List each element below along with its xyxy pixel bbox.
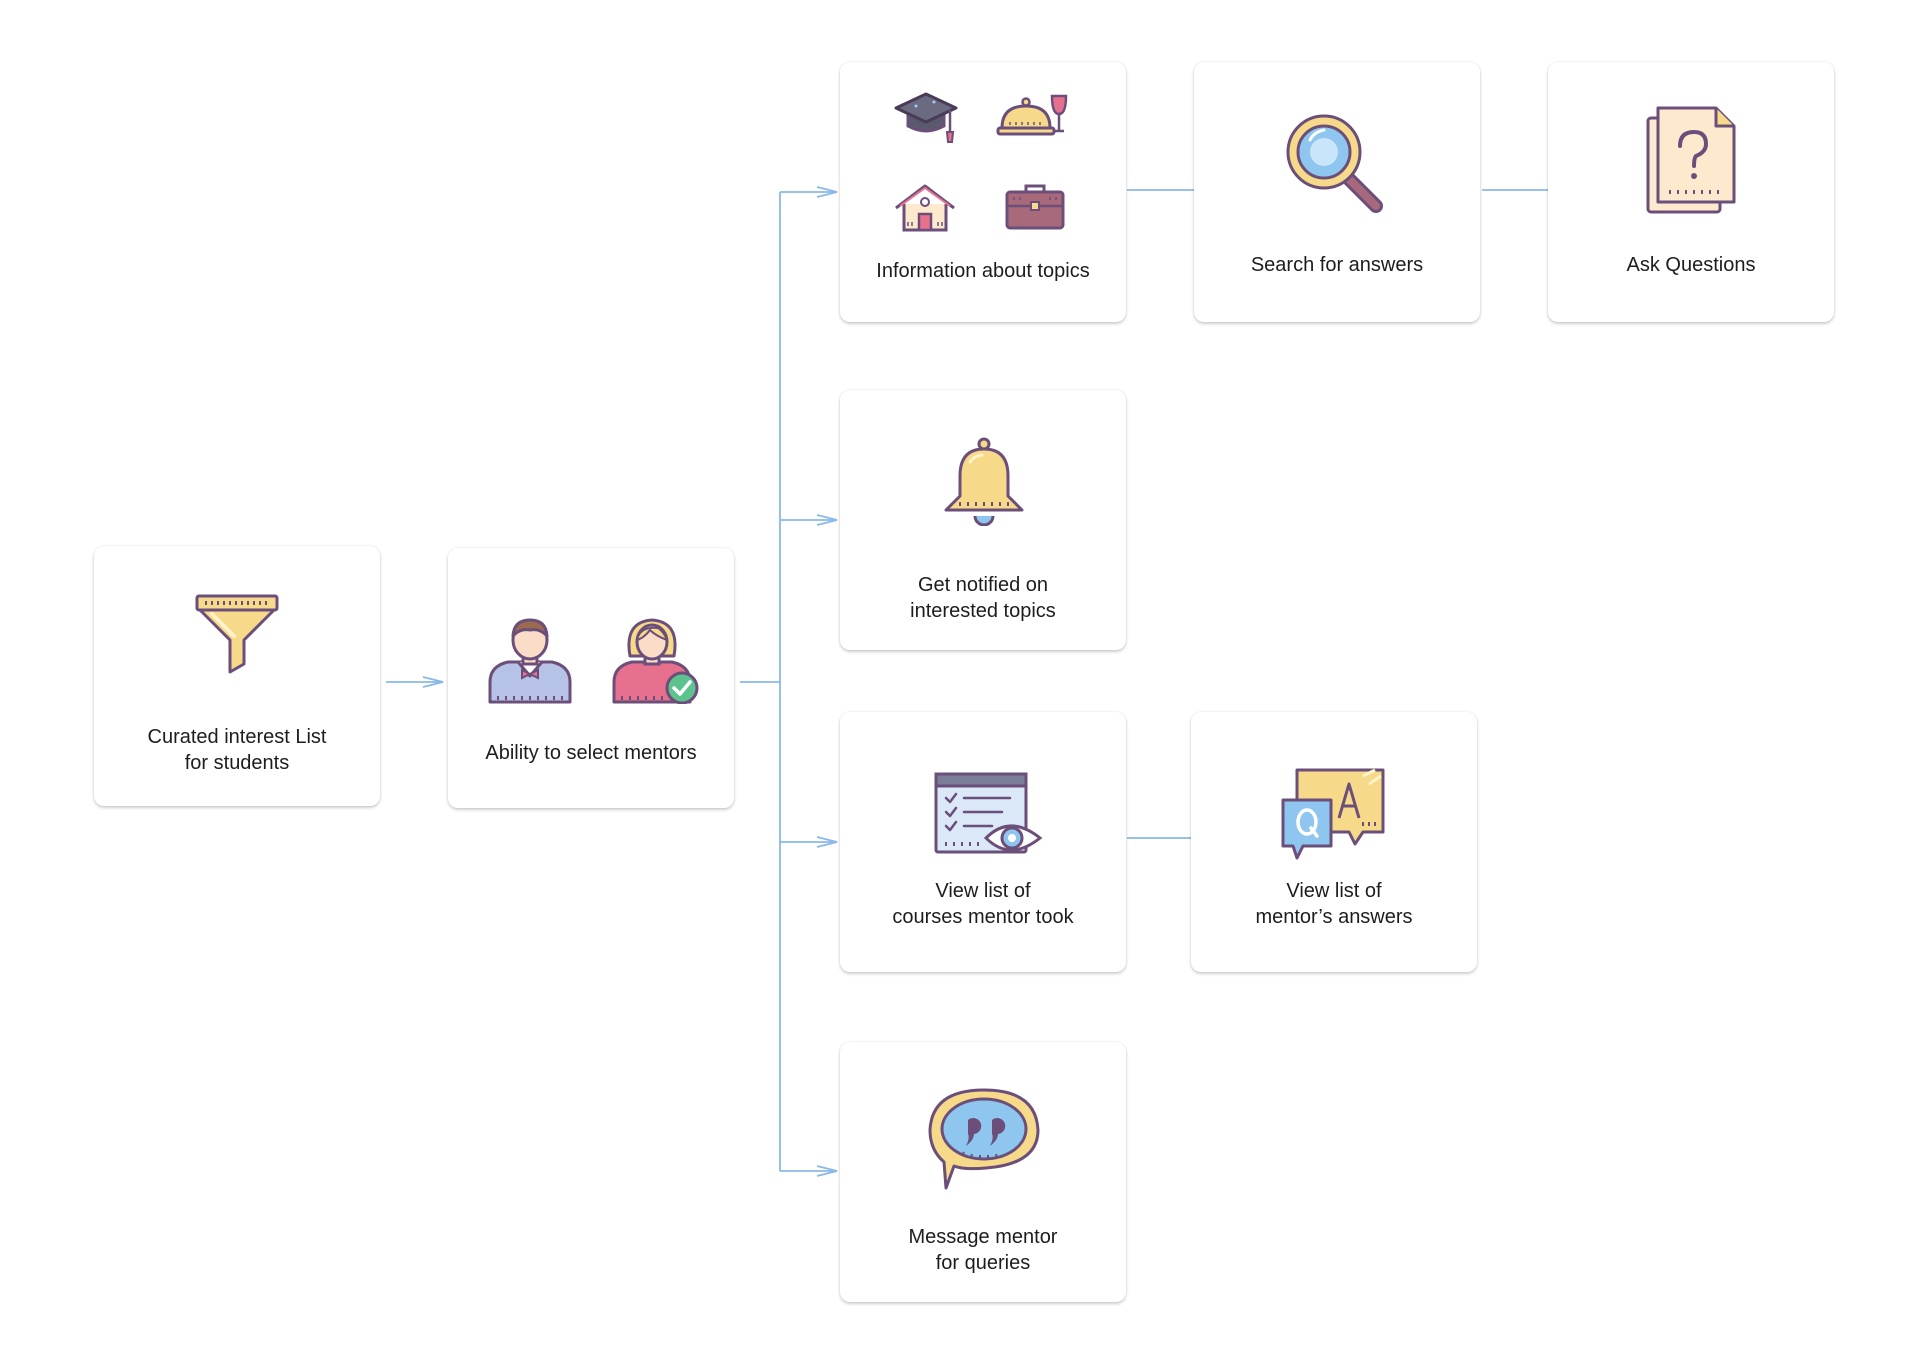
briefcase-icon (1005, 184, 1065, 230)
card-label: Information about topics (876, 260, 1090, 282)
magnifier-icon (1286, 114, 1383, 213)
card-info-topics[interactable]: Information about topics (840, 62, 1126, 322)
card-view-answers[interactable]: View list of mentor’s answers (1191, 712, 1477, 972)
card-select-mentors[interactable]: Ability to select mentors (448, 548, 734, 808)
card-view-courses[interactable]: View list of courses mentor took (840, 712, 1126, 972)
funnel-icon (195, 594, 279, 674)
question-document-icon (1646, 106, 1736, 214)
qa-bubbles-icon (1281, 768, 1385, 860)
female-mentor-check-icon (612, 618, 699, 704)
card-message-mentor[interactable]: Message mentor for queries (840, 1042, 1126, 1302)
card-label: View list of courses mentor took (892, 880, 1074, 928)
card-label: Ability to select mentors (485, 742, 697, 764)
quote-bubble-icon (928, 1088, 1040, 1190)
graduation-cap-icon (894, 92, 958, 143)
card-ask-questions[interactable]: Ask Questions (1548, 62, 1834, 322)
card-search-answers[interactable]: Search for answers (1194, 62, 1480, 322)
card-curated-interest-list[interactable]: Curated interest List for students (94, 546, 380, 806)
card-label: View list of mentor’s answers (1255, 880, 1413, 928)
checklist-eye-icon (934, 772, 1043, 854)
card-label: Curated interest List for students (147, 726, 327, 774)
male-mentor-icon (488, 618, 572, 704)
card-label: Search for answers (1250, 254, 1424, 276)
card-label: Get notified on interested topics (910, 574, 1056, 622)
bell-icon (944, 437, 1024, 526)
card-label: Message mentor for queries (908, 1226, 1058, 1274)
card-label: Ask Questions (1626, 254, 1756, 276)
service-bell-wine-icon (996, 94, 1068, 136)
card-get-notified[interactable]: Get notified on interested topics (840, 390, 1126, 650)
house-icon (895, 184, 955, 232)
